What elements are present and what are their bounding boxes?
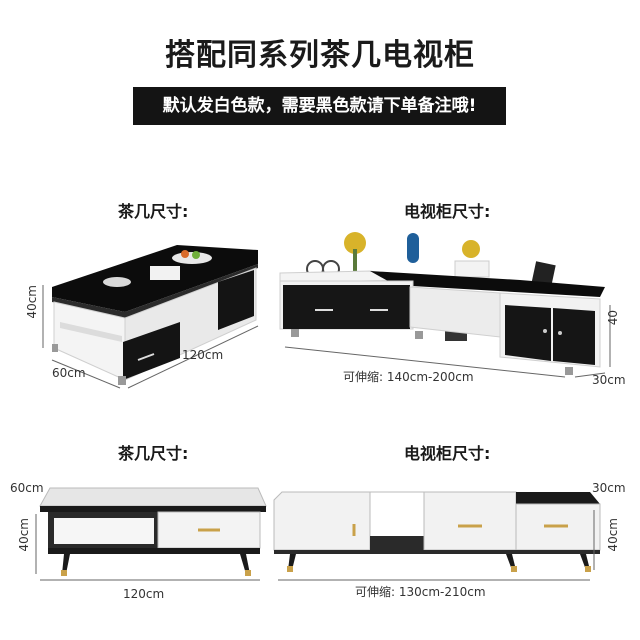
tv-bottom-height: 40cm (606, 518, 620, 552)
tv-cabinet-bottom-illustration (273, 491, 601, 581)
ct-top-depth: 60cm (52, 366, 86, 380)
ct-bottom-depth: 60cm (10, 481, 44, 495)
tv-cabinet-top-illustration (279, 232, 611, 378)
headline: 搭配同系列茶几电视柜 (165, 38, 475, 73)
ct-top-height: 40cm (25, 285, 39, 319)
coffee-table-size-label: 茶几尺寸: (118, 202, 189, 221)
coffee-table-bottom-illustration (35, 487, 267, 581)
ct-top-width: 120cm (182, 348, 224, 362)
tv-bottom-depth: 30cm (592, 481, 626, 495)
ct-bottom-width: 120cm (123, 587, 165, 601)
tv-bottom-extend: 可伸缩: 130cm-210cm (355, 585, 486, 599)
tv-top-depth: 30cm (592, 373, 626, 387)
tv-cabinet-size-label-2: 电视柜尺寸: (404, 444, 491, 463)
tv-top-height: 40 (606, 310, 620, 326)
tv-cabinet-size-label: 电视柜尺寸: (404, 202, 491, 221)
coffee-table-top-illustration (42, 245, 259, 389)
notice-banner: 默认发白色款，需要黑色款请下单备注哦! (133, 87, 506, 125)
coffee-table-size-label-2: 茶几尺寸: (118, 444, 189, 463)
tv-top-extend: 可伸缩: 140cm-200cm (343, 370, 474, 384)
ct-bottom-height: 40cm (17, 518, 31, 552)
